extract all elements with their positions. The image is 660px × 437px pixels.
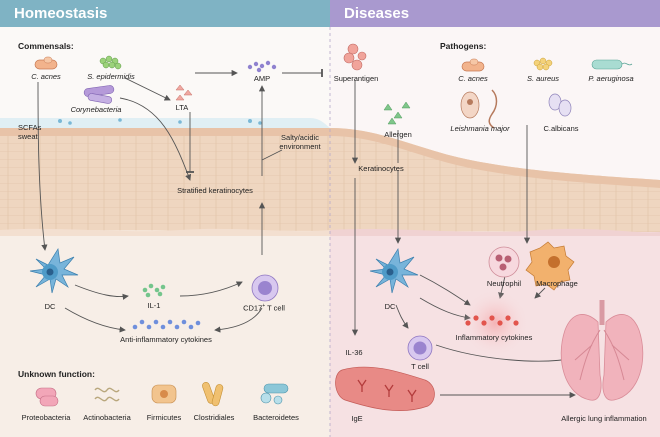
- disease-dc-cell-icon: [369, 248, 419, 294]
- allergen-icon: [383, 101, 411, 125]
- c-albicans-label: C.albicans: [543, 124, 579, 133]
- c-acnes-icon: [34, 56, 58, 70]
- pathogen-c-acnes-label: C. acnes: [458, 74, 488, 83]
- sweat-label: sweat: [18, 132, 38, 141]
- s-epidermidis-label: S. epidermidis: [87, 72, 135, 81]
- sweat-molecules-icon: [58, 118, 262, 125]
- clostridiales-icon: [202, 381, 224, 407]
- corynebacteria-label: Corynebacteria: [70, 105, 122, 114]
- leishmania-icon: [460, 89, 498, 129]
- unknown-function-heading: Unknown function:: [18, 369, 95, 379]
- firmicutes-icon: [151, 384, 177, 404]
- proteobacteria-label: Proteobacteria: [21, 413, 71, 422]
- commensals-heading: Commensals:: [18, 41, 74, 51]
- corynebacteria-icon: [83, 85, 115, 104]
- lta-icon: [175, 84, 193, 101]
- superantigen-icon: [343, 43, 367, 71]
- macrophage-label: Macrophage: [536, 279, 578, 288]
- diseases-title: Diseases: [344, 5, 410, 22]
- disease-dc-label: DC: [384, 302, 396, 311]
- salty-label-line2: environment: [279, 142, 321, 151]
- c-albicans-icon: [548, 93, 572, 117]
- keratinocytes-label: Keratinocytes: [358, 164, 404, 173]
- bacteroidetes-label: Bacteroidetes: [253, 413, 299, 422]
- homeostasis-title: Homeostasis: [14, 5, 108, 22]
- stratum-corneum: [0, 128, 660, 188]
- il36-label: IL-36: [345, 348, 363, 357]
- anti-inflammatory-label: Anti-inflammatory cytokines: [120, 335, 212, 344]
- leishmania-label: Leishmania major: [450, 124, 510, 133]
- inflammatory-dots: [465, 315, 519, 326]
- inflammation-glow: [461, 289, 529, 357]
- neutrophil-label: Neutrophil: [486, 279, 522, 288]
- homeostasis-header-bar: [0, 0, 330, 27]
- p-aeruginosa-label: P. aeruginosa: [588, 74, 634, 83]
- t-cell-icon: [407, 335, 433, 361]
- t-cell-label: T cell: [411, 362, 429, 371]
- s-aureus-label: S. aureus: [526, 74, 560, 83]
- actinobacteria-icon: [94, 387, 120, 402]
- allergic-lung-label: Allergic lung inflammation: [561, 414, 647, 423]
- pathogens-heading: Pathogens:: [440, 41, 487, 51]
- clostridiales-label: Clostridiales: [193, 413, 235, 422]
- proteobacteria-icon: [35, 387, 59, 407]
- il1-dots: [142, 283, 166, 298]
- pathogen-c-acnes-icon: [461, 58, 485, 72]
- stratified-keratinocytes-label: Stratified keratinocytes: [177, 186, 253, 195]
- sweat-layer: [0, 118, 330, 128]
- salty-label-line1: Salty/acidic: [281, 133, 319, 142]
- lung-icon: [560, 300, 644, 401]
- allergen-label: Allergen: [384, 130, 412, 139]
- dc-label: DC: [44, 302, 56, 311]
- cd17-t-cell-label: CD17+ T cell: [243, 303, 285, 313]
- il1-label: IL-1: [147, 301, 161, 310]
- dc-cell-icon: [29, 248, 79, 294]
- s-epidermidis-icon: [99, 55, 122, 70]
- anti-inflammatory-dots: [132, 319, 201, 330]
- bacteroidetes-icon: [260, 383, 289, 405]
- lta-label: LTA: [175, 103, 189, 112]
- inflammatory-cytokines-label: Inflammatory cytokines: [455, 333, 533, 342]
- s-aureus-icon: [533, 57, 553, 71]
- cd17-t-cell-icon: [251, 274, 279, 302]
- neutrophil-icon: [488, 246, 520, 278]
- ige-blood-vessel-icon: [335, 366, 435, 411]
- diseases-header-bar: [330, 0, 660, 27]
- amp-label: AMP: [253, 74, 271, 83]
- ige-label: IgE: [351, 414, 363, 423]
- c-acnes-label: C. acnes: [31, 72, 61, 81]
- scfas-label: SCFAs: [18, 123, 42, 132]
- macrophage-icon: [525, 241, 575, 291]
- actinobacteria-label: Actinobacteria: [83, 413, 131, 422]
- firmicutes-label: Firmicutes: [146, 413, 182, 422]
- amp-dots: [247, 60, 277, 73]
- superantigen-label: Superantigen: [333, 74, 379, 83]
- p-aeruginosa-icon: [591, 59, 633, 70]
